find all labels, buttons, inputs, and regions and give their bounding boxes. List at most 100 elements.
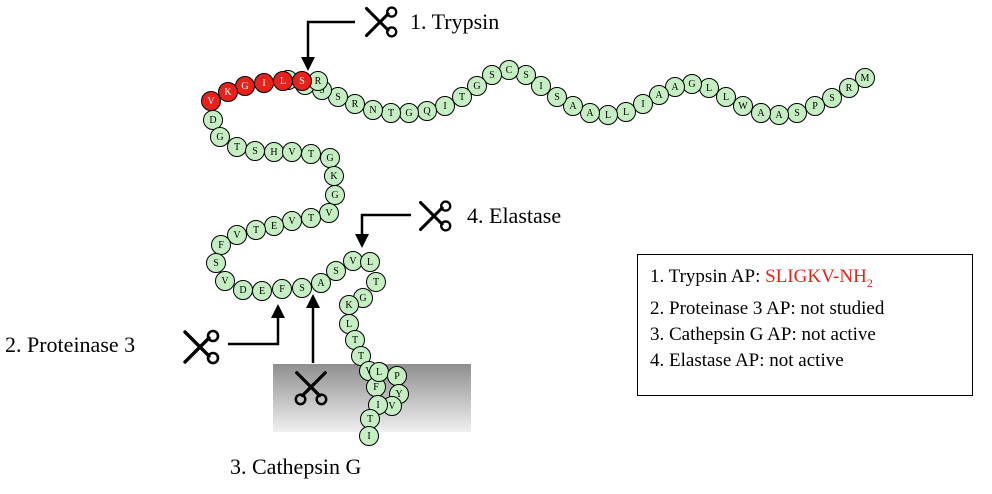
residue: S [516,65,536,85]
residue-letter: L [605,110,611,121]
legend-row: 1. Trypsin AP: SLIGKV-NH2 [650,264,972,296]
scissors-icon [364,6,398,38]
residue: R [839,78,859,98]
residue-circle [292,278,312,298]
residue-letter: V [388,401,396,412]
residue-letter: V [221,276,229,287]
residue: R [345,94,365,114]
residue: L [369,362,389,382]
residue-letter: G [216,132,223,143]
residue-letter: G [359,293,366,304]
residue-circle [206,253,226,273]
residue-circle [325,185,345,205]
residue: M [855,68,875,88]
protein-chain: MRSPSAAWLLGAAILLAASISCSGTIQGTNRSSKGRSLIG… [201,60,875,446]
residue-highlighted: S [292,71,312,91]
residue-letter: T [308,213,314,224]
cathepsin-g-label: 3. Cathepsin G [230,454,361,479]
residue-letter: A [671,82,679,93]
residue: T [246,220,266,240]
cathepsin-g-site: 3. Cathepsin G [230,294,361,479]
residue: A [563,96,583,116]
residue-letter: T [358,351,364,362]
elastase-arrowhead [355,234,369,248]
cathepsin-g-arrowhead [306,294,320,308]
residue-letter: S [554,92,560,103]
residue-circle [547,87,567,107]
residue-letter: T [308,149,314,160]
residue-letter: S [299,76,305,87]
residue-letter: I [376,400,379,411]
residue-letter: T [253,225,259,236]
residue-letter: A [775,110,783,121]
residue-letter: K [345,300,353,311]
elastase-site: 4. Elastase [355,200,561,248]
residue-circle [203,110,223,130]
trypsin-ap-sequence: SLIGKV-NH [765,266,867,287]
residue: L [616,102,636,122]
residue-letter: A [757,108,765,119]
residue: I [633,94,653,114]
residue: T [301,208,321,228]
proteinase3-arrowhead [271,304,285,318]
residue-letter: M [861,73,870,84]
residue-letter: G [405,108,412,119]
residue-circle [839,78,859,98]
legend-row-text: 1. Trypsin AP: [650,266,766,287]
legend-row: 2. Proteinase 3 AP: not studied [650,296,972,322]
residue-letter: R [846,83,853,94]
residue-letter: L [623,107,629,118]
residue-circle [366,272,386,292]
residue: G [467,76,487,96]
residue-circle [359,426,379,446]
residue: S [292,278,312,298]
residue-letter: G [688,79,695,90]
residue-letter: A [317,278,325,289]
residue: E [264,216,284,236]
residue: A [311,273,331,293]
residue: F [272,279,292,299]
residue-letter: S [213,258,219,269]
residue: G [320,148,340,168]
residue: I [435,96,455,116]
residue: G [682,74,702,94]
residue-circle [363,100,383,120]
residue: I [359,426,379,446]
residue-letter: I [367,431,370,442]
residue-letter: T [352,335,358,346]
residue: A [751,103,771,123]
residue-highlighted: I [254,73,274,93]
residue-circle [649,85,669,105]
residue-letter: V [288,216,296,227]
residue-circle [227,225,247,245]
residue-circle [326,261,346,281]
residue-letter: V [349,256,357,267]
residue: L [598,105,618,125]
residue-circle [665,77,685,97]
residue-circle [360,252,380,272]
residue-circle [301,144,321,164]
scissors-icon [418,200,452,232]
residue-letter: P [812,101,818,112]
residue-highlighted: L [273,71,293,91]
residue: V [282,211,302,231]
residue-circle [855,68,875,88]
residue: V [227,225,247,245]
residue-letter: V [207,96,215,107]
residue-circle [311,273,331,293]
residue: H [264,142,284,162]
trypsin-arrow [306,20,355,60]
residue-letter: N [369,105,376,116]
residue: K [339,295,359,315]
residue-letter: K [330,171,338,182]
trypsin-label: 1. Trypsin [410,9,499,34]
residue-letter: T [373,277,379,288]
residue-circle [452,87,472,107]
residue: S [547,87,567,107]
residue: N [363,100,383,120]
residue-letter: T [367,414,373,425]
residue-letter: V [325,208,333,219]
residue-letter: I [443,101,446,112]
residue-letter: S [252,146,258,157]
